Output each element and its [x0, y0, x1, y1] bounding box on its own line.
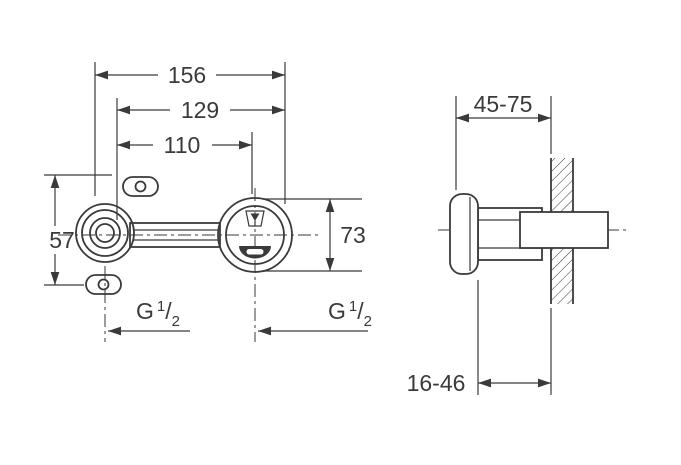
outlet-slot — [246, 249, 264, 255]
side-view: 45-75 16-46 — [407, 91, 628, 396]
thread-prefix: G — [328, 298, 346, 324]
thread-numerator: 1 — [157, 298, 165, 315]
ear-outline — [122, 176, 159, 197]
function-block — [519, 211, 609, 249]
union-ring — [81, 209, 129, 257]
dim-projection: 16-46 — [407, 280, 552, 396]
thread-numerator: 1 — [349, 298, 357, 315]
screw-hole — [134, 180, 147, 193]
dim-label-156: 156 — [168, 62, 206, 88]
bar-outline — [129, 222, 221, 248]
dim-body-width: 129 — [116, 97, 285, 220]
thread-slash: / — [165, 298, 172, 324]
body-outer-circle — [217, 197, 293, 273]
mounting-ear-bottom — [85, 274, 122, 295]
dim-hole-spacing: 57 — [44, 174, 112, 286]
dim-label-129: 129 — [181, 97, 219, 123]
dim-center-width: 110 — [117, 132, 253, 194]
thread-slash: / — [357, 298, 364, 324]
thread-denominator: 2 — [172, 313, 180, 330]
thread-denominator: 2 — [364, 313, 372, 330]
union-nut — [75, 203, 135, 263]
rough-in-body — [217, 197, 293, 273]
cartridge-seat — [245, 210, 265, 227]
front-view: 156 129 110 57 73 — [44, 62, 372, 342]
dim-label-57: 57 — [49, 227, 75, 253]
union-ring — [89, 217, 121, 249]
dim-label-16-46: 16-46 — [407, 370, 466, 396]
ear-outline — [85, 274, 122, 295]
dim-installation-depth: 45-75 — [455, 91, 552, 190]
dim-overall-width: 156 — [94, 62, 286, 204]
union-ring-inner — [95, 223, 115, 243]
dim-label-110: 110 — [164, 132, 201, 158]
dim-label-73: 73 — [340, 222, 366, 248]
union-ring-outer — [75, 203, 135, 263]
screw-hole — [97, 278, 110, 291]
mounting-ear-top — [122, 176, 159, 197]
connection-bar — [129, 222, 221, 248]
body-inner-circle — [225, 205, 285, 265]
dim-body-height: 73 — [262, 198, 366, 272]
flange-outline — [449, 193, 479, 275]
thread-prefix: G — [136, 298, 154, 324]
flow-arrow — [250, 213, 260, 221]
dim-label-45-75: 45-75 — [474, 91, 533, 117]
wall-flange — [449, 193, 479, 275]
